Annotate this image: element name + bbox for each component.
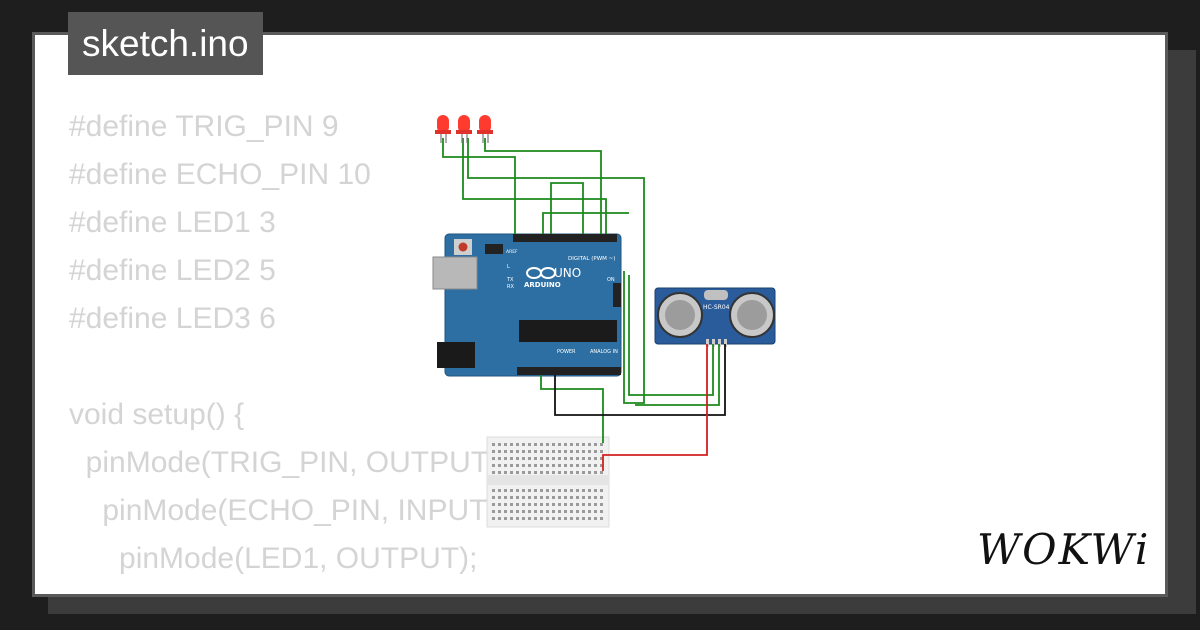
red-wire (602, 344, 708, 471)
arduino-uno-board: DIGITAL (PWM ~) UNO ARDUINO TX RX ON L A… (432, 233, 622, 377)
board-brand: ARDUINO (524, 281, 561, 289)
sensor-model: HC-SR04 (703, 304, 730, 311)
led-2 (456, 115, 472, 143)
code-line: #define LED1 3 (69, 206, 276, 239)
tx-label: TX (506, 277, 514, 283)
digital-label: DIGITAL (PWM ~) (568, 256, 615, 262)
green-wires (442, 138, 720, 443)
code-line: #define ECHO_PIN 10 (69, 158, 371, 191)
aref-label: AREF (506, 249, 518, 255)
code-line: pinMode(TRIG_PIN, OUTPUT); (69, 446, 508, 479)
board-name: UNO (554, 266, 581, 280)
microcontroller-chip (519, 320, 617, 342)
breadboard (486, 436, 610, 528)
circuit-diagram: DIGITAL (PWM ~) UNO ARDUINO TX RX ON L A… (432, 115, 776, 528)
rx-label: RX (507, 284, 514, 290)
black-wire (554, 344, 726, 416)
l-label: L (507, 264, 510, 270)
digital-header (513, 234, 617, 242)
code-line: pinMode(LED2, OUTPUT); (69, 583, 507, 594)
analog-label: ANALOG IN (590, 349, 618, 355)
usb-port (432, 256, 478, 290)
wokwi-logo: WOKWi (977, 525, 1151, 574)
code-line: pinMode(LED1, OUTPUT); (69, 542, 478, 575)
ultrasonic-sensor: HC-SR04 (654, 287, 776, 347)
power-jack (437, 342, 475, 368)
power-analog-header (517, 367, 621, 375)
led-3 (477, 115, 493, 143)
led-1 (435, 115, 451, 143)
sketch-filename-tab: sketch.ino (68, 12, 263, 75)
code-line: #define LED2 5 (69, 254, 276, 287)
code-line: void setup() { (69, 398, 245, 431)
code-line: #define LED3 6 (69, 302, 276, 335)
preview-card: #define TRIG_PIN 9 #define ECHO_PIN 10 #de… (32, 32, 1168, 597)
code-line: #define TRIG_PIN 9 (69, 110, 339, 143)
power-label: POWER (557, 349, 576, 355)
arduino-infinity-icon (526, 267, 556, 279)
on-label: ON (607, 277, 615, 283)
